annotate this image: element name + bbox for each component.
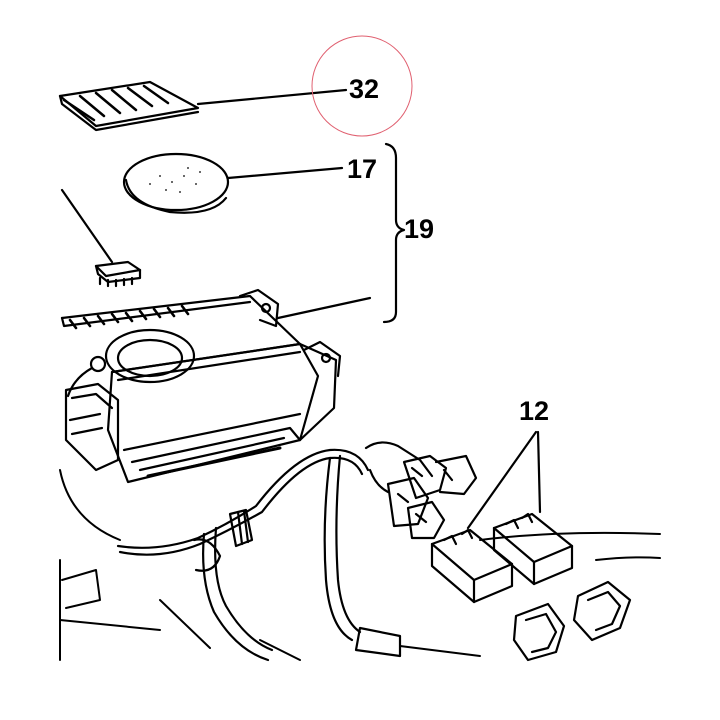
wiring-harness xyxy=(116,441,478,662)
callout-32: 32 xyxy=(349,74,380,104)
relay-left xyxy=(430,528,514,604)
bracket-19 xyxy=(382,142,406,324)
part-17-cover xyxy=(122,152,230,214)
callout-17: 17 xyxy=(347,154,378,184)
highlight-circle xyxy=(311,35,413,137)
leader-12b xyxy=(536,430,542,514)
leader-19-unit xyxy=(276,296,372,320)
leader-32 xyxy=(196,88,348,106)
chip-leader xyxy=(60,188,114,264)
leader-12a xyxy=(466,430,538,530)
vehicle-body-lines xyxy=(59,469,661,661)
connector-lower-right xyxy=(572,580,632,642)
callout-19: 19 xyxy=(404,214,435,244)
leader-17 xyxy=(226,166,344,180)
control-unit xyxy=(60,288,342,484)
connector-lower-left xyxy=(512,602,566,662)
chip-component xyxy=(94,260,142,288)
relay-right xyxy=(492,512,574,586)
callout-12: 12 xyxy=(519,396,550,426)
part-32-plate xyxy=(58,80,200,132)
